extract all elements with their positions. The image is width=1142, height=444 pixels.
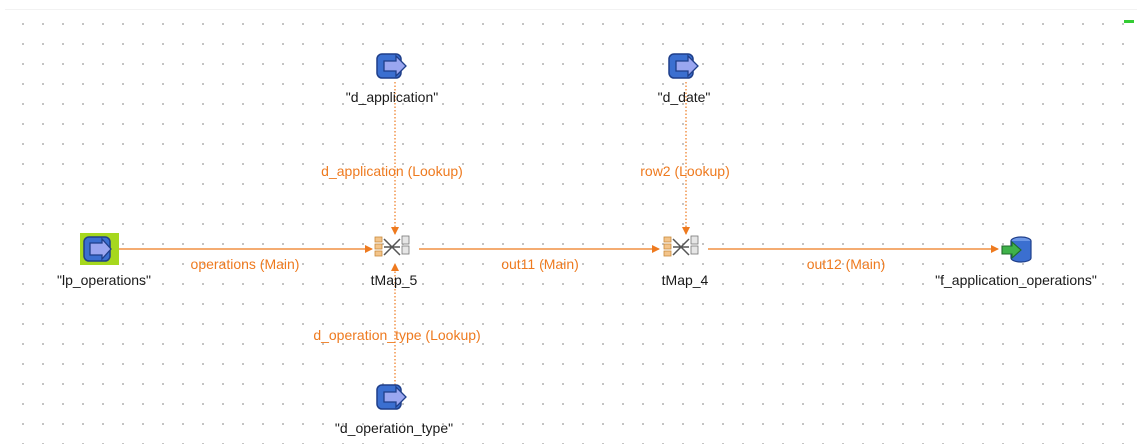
link-label-d-application-lookup[interactable]: d_application (Lookup): [321, 163, 463, 179]
component-tmap-5[interactable]: [373, 233, 419, 263]
component-label-lp-operations: "lp_operations": [56, 272, 152, 288]
database-input-icon: [668, 53, 699, 79]
database-input-icon: [80, 233, 119, 265]
component-d-operation-type[interactable]: [376, 383, 410, 413]
link-label-operations-main[interactable]: operations (Main): [190, 256, 300, 272]
database-input-icon: [376, 53, 407, 79]
job-designer-canvas[interactable]: [5, 9, 1137, 444]
component-f-application-operations[interactable]: [1001, 236, 1035, 264]
link-label-out12-main[interactable]: out12 (Main): [806, 256, 886, 272]
component-tmap-4[interactable]: [662, 233, 708, 263]
link-label-out11-main[interactable]: out11 (Main): [501, 256, 579, 272]
component-label-d-application: "d_application": [345, 89, 439, 105]
component-lp-operations[interactable]: [80, 233, 119, 265]
component-d-application[interactable]: [376, 52, 410, 82]
tmap-icon: [374, 235, 410, 257]
link-label-row2-lookup[interactable]: row2 (Lookup): [640, 163, 730, 179]
link-label-d-operation-type-lookup[interactable]: d_operation_type (Lookup): [313, 327, 481, 343]
component-d-date[interactable]: [668, 52, 702, 82]
component-label-d-date: "d_date": [657, 89, 711, 105]
component-label-d-operation-type: "d_operation_type": [334, 420, 454, 436]
component-label-tmap-4: tMap_4: [661, 272, 709, 288]
database-output-icon: [1001, 236, 1032, 263]
component-label-f-application-operations: "f_application_operations": [935, 272, 1097, 288]
tmap-icon: [663, 235, 699, 257]
database-input-icon: [376, 384, 407, 410]
minimize-button[interactable]: [1124, 20, 1134, 23]
component-label-tmap-5: tMap_5: [370, 272, 418, 288]
